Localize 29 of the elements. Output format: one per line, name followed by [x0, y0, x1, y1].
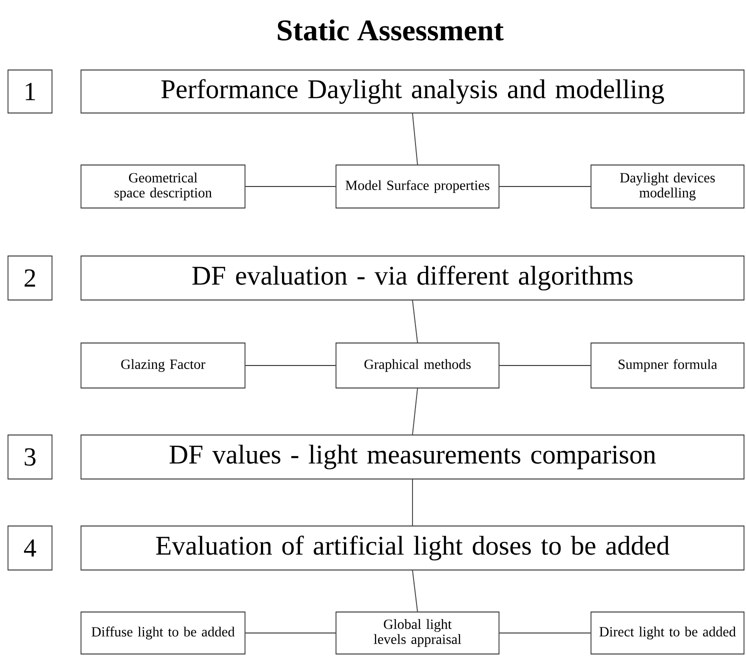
- connector-line: [412, 388, 418, 435]
- task-box: Direct light to be added: [590, 612, 744, 654]
- connector-line: [245, 365, 336, 366]
- connector-line: [412, 113, 418, 165]
- task-box: Diffuse light to be added: [80, 612, 246, 654]
- stage-box: Performance Daylight analysis and modelling: [80, 70, 744, 114]
- connector-line: [499, 632, 591, 634]
- connector-line: [412, 570, 418, 612]
- task-box: Geometrical space description: [80, 164, 246, 208]
- task-box: Sumpner formula: [590, 342, 744, 388]
- task-box: Graphical methods: [336, 342, 500, 388]
- connector-line: [499, 186, 591, 187]
- step-number-box: 1: [8, 70, 52, 114]
- stage-box: Evaluation of artificial light doses to be added: [80, 526, 744, 570]
- step-number-box: 4: [8, 526, 52, 570]
- step-number-box: 3: [8, 434, 52, 480]
- stage-box: DF evaluation - via different algorithms: [80, 256, 744, 300]
- connector-line: [245, 186, 336, 187]
- task-box: Model Surface properties: [336, 164, 500, 208]
- connector-line: [412, 479, 413, 526]
- title: Static Assessment: [278, 19, 504, 41]
- stage-box: DF values - light measurements comparison: [80, 434, 744, 480]
- connector-line: [499, 365, 591, 366]
- connector-line: [245, 632, 336, 634]
- connector-line: [412, 300, 418, 343]
- task-box: Global light levels appraisal: [336, 612, 500, 654]
- task-box: Glazing Factor: [80, 342, 246, 388]
- task-box: Daylight devices modelling: [590, 164, 744, 208]
- step-number-box: 2: [8, 256, 52, 300]
